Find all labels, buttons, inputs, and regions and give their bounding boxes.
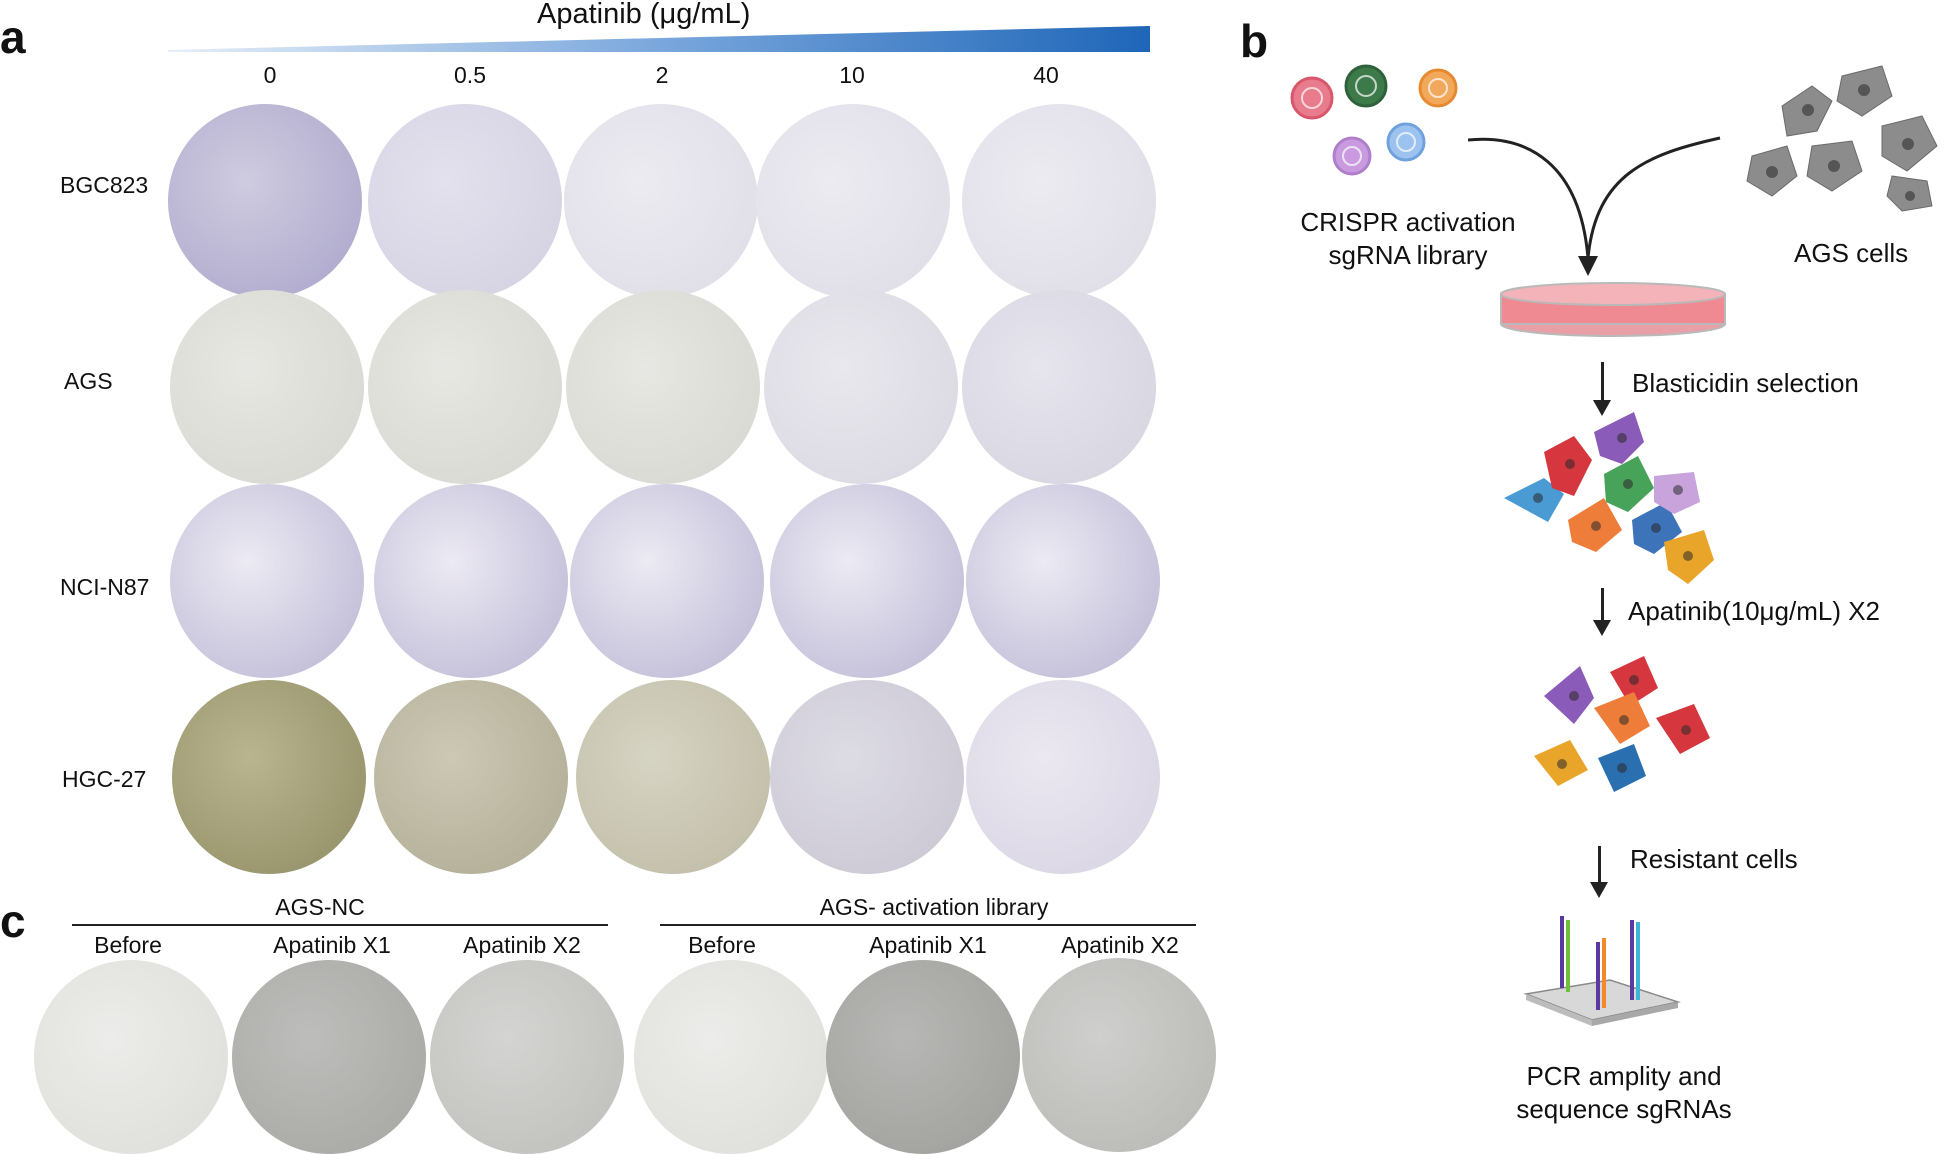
micrograph-hgc-27-0 (172, 680, 366, 874)
micrograph-nci-n87-0 (170, 484, 364, 678)
concentration-10: 10 (839, 62, 865, 88)
micrograph-hgc-27-2 (576, 680, 770, 874)
micrograph-bgc823-10 (756, 104, 950, 298)
concentration-gradient-wedge (168, 26, 1150, 52)
micrograph-ags-10 (764, 290, 958, 484)
group-underline-ags-activation-library (660, 924, 1196, 926)
group-underline-ags-nc (72, 924, 608, 926)
cell-line-hgc-27: HGC-27 (62, 766, 147, 792)
micrograph-nc-before (34, 960, 228, 1154)
petri-dish-icon (1500, 282, 1726, 337)
concentration-0.5: 0.5 (454, 62, 486, 88)
panel-a-letter: a (0, 11, 26, 63)
concentration-2: 2 (655, 62, 669, 88)
micrograph-nci-n87-40 (966, 484, 1160, 678)
micrograph-ags-0 (170, 290, 364, 484)
micrograph-nc-apatinib-x1 (232, 960, 426, 1154)
micrograph-ags-2 (566, 290, 760, 484)
ags-cells-icon (1746, 65, 1938, 212)
condition-lib-before: Before (688, 932, 756, 958)
condition-nc-apatinib-x2: Apatinib X2 (463, 932, 581, 958)
condition-lib-apatinib-x2: Apatinib X2 (1061, 932, 1179, 958)
condition-nc-apatinib-x1: Apatinib X1 (273, 932, 391, 958)
micrograph-nci-n87-10 (770, 484, 964, 678)
final-step-label: PCR amplity and sequence sgRNAs (1516, 1061, 1732, 1124)
micrograph-nci-n87-0.5 (374, 484, 568, 678)
arrow-step-3 (1598, 846, 1601, 884)
drug-concentration-label: Apatinib (μg/mL) (537, 0, 751, 30)
panel-c-letter: c (0, 895, 26, 947)
concentration-0: 0 (263, 62, 277, 88)
concentration-40: 40 (1033, 62, 1059, 88)
sequencing-chip-icon (1523, 916, 1681, 1026)
arrow-step-2-head (1593, 620, 1611, 636)
micrograph-lib-apatinib-x1 (826, 960, 1020, 1154)
merge-arrow (1468, 136, 1721, 276)
group-title-ags-nc: AGS-NC (275, 894, 365, 920)
viral-particles-icon (1290, 64, 1458, 176)
library-label: CRISPR activation sgRNA library (1300, 207, 1516, 270)
arrow-step-2 (1601, 588, 1604, 622)
step-blasticidin-selection: Blasticidin selection (1632, 368, 1859, 398)
arrow-step-1 (1601, 362, 1604, 402)
arrow-step-1-head (1593, 400, 1611, 416)
condition-lib-apatinib-x1: Apatinib X1 (869, 932, 987, 958)
micrograph-nc-apatinib-x2 (430, 960, 624, 1154)
cell-line-ags: AGS (64, 368, 113, 394)
micrograph-bgc823-2 (564, 104, 758, 298)
surviving-cells-icon (1534, 656, 1710, 792)
step-resistant-cells: Resistant cells (1630, 844, 1798, 874)
micrograph-lib-apatinib-x2 (1022, 958, 1216, 1152)
cell-line-bgc823: BGC823 (60, 172, 149, 198)
ags-cells-label: AGS cells (1794, 238, 1909, 268)
condition-nc-before: Before (94, 932, 162, 958)
micrograph-bgc823-0 (168, 104, 362, 298)
cell-line-nci-n87: NCI-N87 (60, 574, 150, 600)
micrograph-bgc823-40 (962, 104, 1156, 298)
panel-b-letter: b (1240, 15, 1269, 67)
micrograph-lib-before (634, 960, 828, 1154)
micrograph-hgc-27-10 (770, 680, 964, 874)
micrograph-bgc823-0.5 (368, 104, 562, 298)
micrograph-ags-0.5 (368, 290, 562, 484)
micrograph-ags-40 (962, 290, 1156, 484)
micrograph-hgc-27-0.5 (374, 680, 568, 874)
arrow-step-3-head (1590, 882, 1608, 898)
step-apatinib-treatment: Apatinib(10μg/mL) X2 (1628, 596, 1881, 626)
micrograph-nci-n87-2 (570, 484, 764, 678)
group-title-ags-activation-library: AGS- activation library (819, 894, 1049, 920)
micrograph-hgc-27-40 (966, 680, 1160, 874)
transduced-cells-icon (1504, 412, 1714, 584)
